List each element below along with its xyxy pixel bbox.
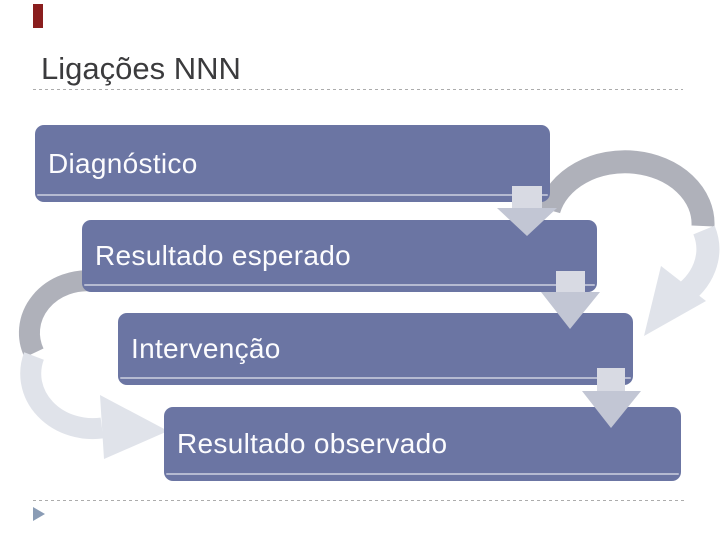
down-arrow-shaft <box>556 271 585 294</box>
down-arrow-head <box>497 208 557 236</box>
down-arrow-icon <box>582 368 641 428</box>
down-arrow-head <box>541 292 600 329</box>
curved-arrow-left-head <box>100 395 168 459</box>
curved-arrow-left-dark-arc <box>18 270 94 358</box>
footer-divider <box>33 500 687 501</box>
curved-arrow-left-icon <box>18 270 168 459</box>
step-label: Resultado observado <box>177 428 448 459</box>
accent-bar <box>33 4 43 28</box>
step-box-resultado-observado: Resultado observado <box>164 407 681 481</box>
step-box-intervencao: Intervenção <box>118 313 633 385</box>
down-arrow-icon <box>497 186 557 236</box>
curved-arrow-right-dark-arc <box>537 150 715 227</box>
down-arrow-icon <box>541 271 600 329</box>
curved-arrow-left-light-arc <box>20 352 104 440</box>
triangle-bullet-icon <box>33 507 45 521</box>
down-arrow-head <box>582 391 641 428</box>
curved-arrow-right-head <box>644 266 706 336</box>
step-box-resultado-esperado: Resultado esperado <box>82 220 597 292</box>
step-label: Diagnóstico <box>48 147 198 179</box>
curved-arrow-right-icon <box>537 150 720 336</box>
step-label: Resultado esperado <box>95 240 352 271</box>
down-arrow-shaft <box>512 186 542 209</box>
page-title: Ligações NNN <box>41 51 241 86</box>
down-arrow-shaft <box>597 368 625 393</box>
title-divider <box>33 89 683 90</box>
step-box-diagnostico: Diagnóstico <box>35 125 550 202</box>
step-label: Intervenção <box>131 333 281 364</box>
